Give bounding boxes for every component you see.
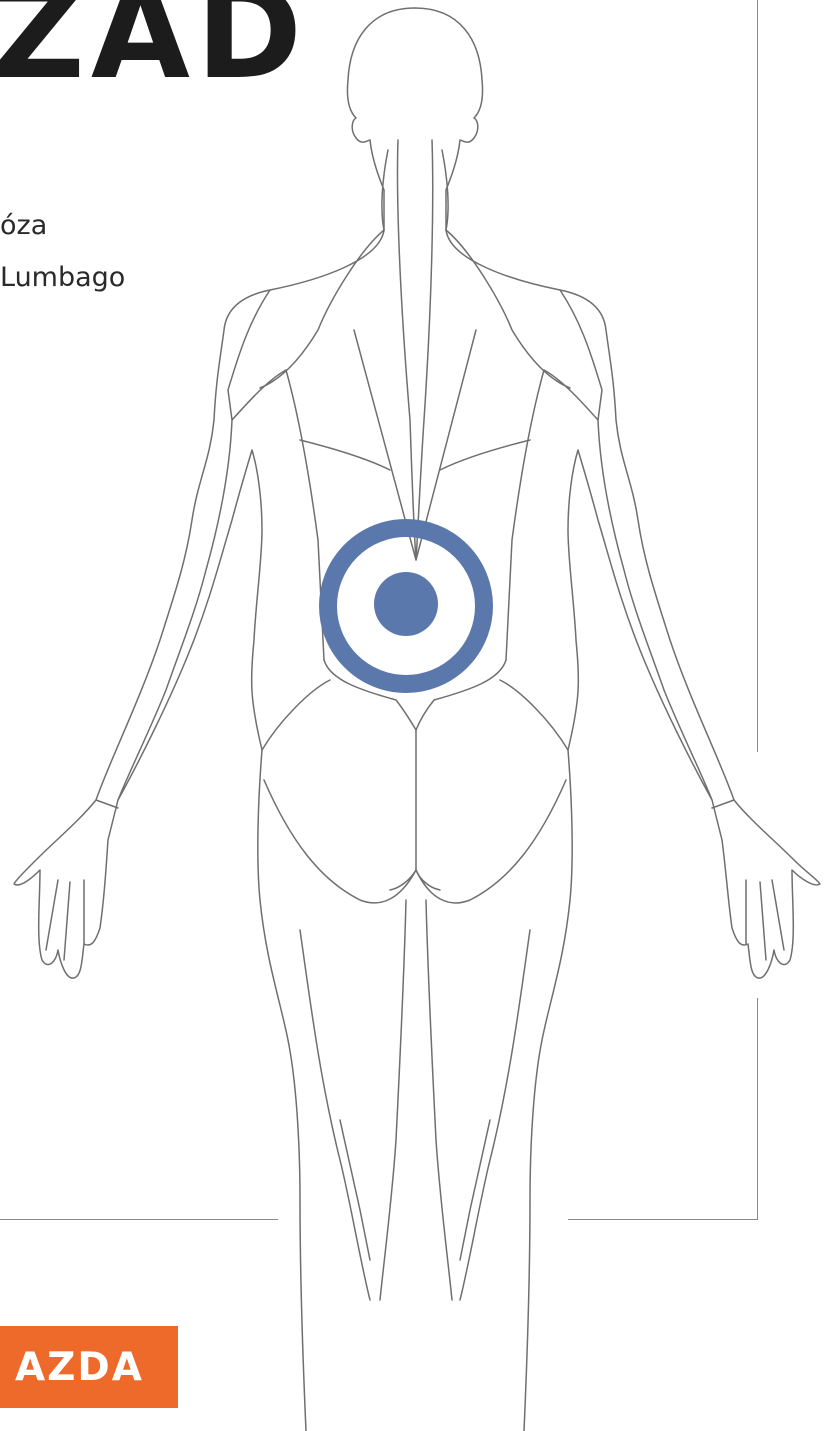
body-outline-right xyxy=(415,8,820,1431)
head-outline xyxy=(14,8,415,1431)
brand-badge: AZDA xyxy=(0,1326,178,1408)
brand-badge-label: AZDA xyxy=(15,1345,144,1390)
target-marker-icon xyxy=(328,528,484,684)
